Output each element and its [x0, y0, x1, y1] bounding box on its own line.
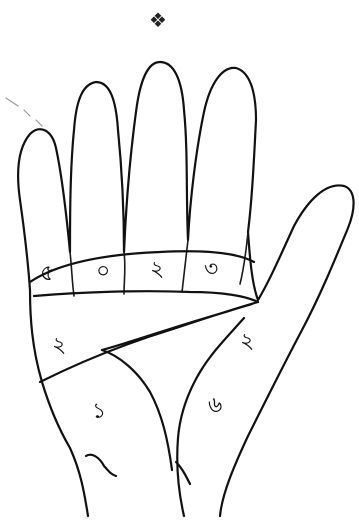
label-palm-lower-left: ১: [92, 399, 106, 424]
finger-line-little-ring: [70, 252, 74, 296]
finger-base-lower-line: [34, 291, 258, 302]
label-palm-lower-right: ৬: [208, 393, 222, 418]
finger-base-upper-line: [30, 251, 254, 282]
pencil-mark: [6, 98, 42, 126]
wrist-mark-left: [86, 455, 116, 476]
middle-palm-diagonal: [102, 304, 252, 350]
label-finger-index: ৩: [204, 257, 218, 282]
label-palm-right-upper: ২: [240, 329, 254, 354]
lower-palm-curve: [102, 350, 172, 470]
finger-line-ring-middle: [124, 252, 125, 294]
label-palm-left-upper: ২: [52, 333, 66, 358]
label-finger-little: ৫: [40, 261, 54, 286]
label-finger-middle: ২: [150, 257, 164, 282]
label-finger-ring: ০: [96, 259, 110, 284]
upper-palm-diagonal: [40, 302, 258, 382]
hand-outline: [18, 62, 353, 516]
finger-line-middle-index: [182, 240, 188, 292]
ornament-symbol: ❖: [146, 8, 170, 32]
